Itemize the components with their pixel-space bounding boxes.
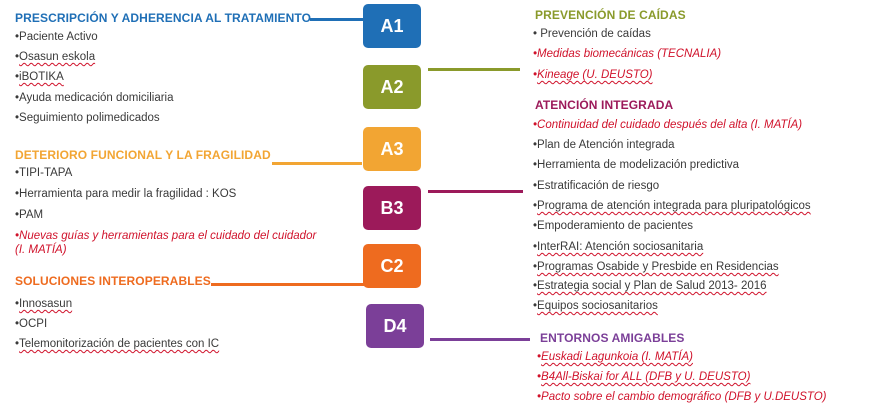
list-item: •Estrategia social y Plan de Salud 2013-… <box>533 280 767 292</box>
list-item: •Euskadi Lagunkoia (I. MATÍA) <box>537 351 693 363</box>
list-item: •OCPI <box>15 318 48 330</box>
list-item: •Estratificación de riesgo <box>533 180 660 192</box>
connector-line-b3 <box>428 190 523 193</box>
code-box-a2: A2 <box>363 65 421 109</box>
code-box-b3: B3 <box>363 186 421 230</box>
list-item: •Telemonitorización de pacientes con IC <box>15 338 220 350</box>
section-title-atencion: ATENCIÓN INTEGRADA <box>535 98 674 112</box>
list-item: •Osasun eskola <box>15 51 96 63</box>
list-item: •iBOTIKA <box>15 71 64 83</box>
list-item: •Seguimiento polimedicados <box>15 112 160 124</box>
list-item: •Paciente Activo <box>15 31 98 43</box>
list-item: •PAM <box>15 209 44 221</box>
list-item: •Equipos sociosanitarios <box>533 300 658 312</box>
code-box-a1: A1 <box>363 4 421 48</box>
section-title-prevencion: PREVENCIÓN DE CAÍDAS <box>535 8 686 22</box>
list-item: •Ayuda medicación domiciliaria <box>15 92 174 104</box>
list-item: •Herramienta para medir la fragilidad : … <box>15 188 237 200</box>
list-item: •B4All-Biskai for ALL (DFB y U. DEUSTO) <box>537 371 751 383</box>
list-item: •Pacto sobre el cambio demográfico (DFB … <box>537 391 827 403</box>
connector-line-d4 <box>430 338 530 341</box>
list-item: •Medidas biomecánicas (TECNALIA) <box>533 48 722 60</box>
list-item: •Nuevas guías y herramientas para el cui… <box>15 230 317 256</box>
connector-line-a2 <box>428 68 520 71</box>
code-box-a3: A3 <box>363 127 421 171</box>
list-item: •Herramienta de modelización predictiva <box>533 159 740 171</box>
list-item: •Programas Osabide y Presbide en Residen… <box>533 261 779 273</box>
section-title-prescripcion: PRESCRIPCIÓN Y ADHERENCIA AL TRATAMIENTO <box>15 11 312 25</box>
section-title-deterioro: DETERIORO FUNCIONAL Y LA FRAGILIDAD <box>15 148 271 162</box>
connector-line-a1 <box>310 18 365 21</box>
code-box-c2: C2 <box>363 244 421 288</box>
connector-line-a3 <box>272 162 362 165</box>
list-item: •Continuidad del cuidado después del alt… <box>533 119 803 131</box>
list-item: •Programa de atención integrada para plu… <box>533 200 811 212</box>
list-item: •Empoderamiento de pacientes <box>533 220 694 232</box>
section-title-soluciones: SOLUCIONES INTEROPERABLES <box>15 274 211 288</box>
list-item: •Innosasun <box>15 298 73 310</box>
list-item: • Prevención de caídas <box>533 28 651 40</box>
section-title-entornos: ENTORNOS AMIGABLES <box>540 331 685 345</box>
code-box-d4: D4 <box>366 304 424 348</box>
list-item: •TIPI-TAPA <box>15 167 73 179</box>
list-item: •Plan de Atención integrada <box>533 139 675 151</box>
connector-line-c2 <box>211 283 364 286</box>
list-item: •InterRAI: Atención sociosanitaria <box>533 241 704 253</box>
list-item: •Kineage (U. DEUSTO) <box>533 69 653 81</box>
